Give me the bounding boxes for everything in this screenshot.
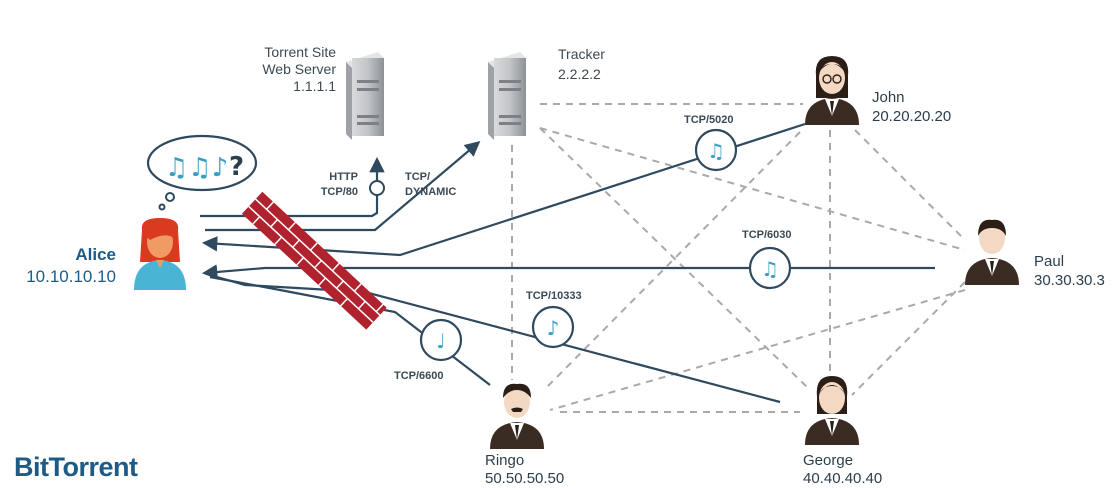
http-protocol: HTTP <box>329 171 358 183</box>
tracker-server-icon <box>488 52 526 140</box>
web-server-icon <box>346 52 384 140</box>
john-ip: 20.20.20.20 <box>872 108 952 125</box>
note-icon-paul: ♫ <box>748 246 792 290</box>
alice-label: Alice 10.10.10.10 <box>0 244 116 288</box>
george-label: George 40.40.40.40 <box>803 452 882 488</box>
ringo-icon <box>490 383 544 449</box>
john-label: John 20.20.20.20 <box>872 88 951 126</box>
diagram-title: BitTorrent <box>14 452 138 482</box>
paul-name: Paul <box>1034 253 1065 270</box>
web-server-name-2: Web Server <box>262 61 336 77</box>
paul-port-label: TCP/6030 <box>742 229 792 241</box>
alice-ip: 10.10.10.10 <box>26 267 116 286</box>
paul-label: Paul 30.30.30.3 <box>1034 252 1105 290</box>
peer-mesh <box>511 103 966 413</box>
dynamic-port-label: TCP/ DYNAMIC <box>405 170 456 200</box>
svg-text:♪: ♪ <box>547 316 560 340</box>
paul-line <box>201 264 935 280</box>
http-port-icon <box>369 180 385 196</box>
ringo-ip: 50.50.50.50 <box>485 470 565 487</box>
dynamic-port: DYNAMIC <box>405 186 457 198</box>
http-port: TCP/80 <box>320 186 358 198</box>
george-icon <box>805 376 859 445</box>
note-icon-george: ♪ <box>531 305 575 349</box>
http-port-label: HTTP TCP/80 <box>296 170 358 200</box>
web-server-label: Torrent Site Web Server 1.1.1.1 <box>224 44 336 95</box>
ringo-name: Ringo <box>485 452 525 469</box>
john-icon <box>805 56 859 125</box>
firewall-icon <box>241 191 387 330</box>
tracker-name: Tracker <box>558 46 605 62</box>
svg-text:♩: ♩ <box>436 329 445 353</box>
dynamic-protocol: TCP/ <box>405 171 431 183</box>
george-ip: 40.40.40.40 <box>803 470 883 487</box>
paul-ip: 30.30.30.3 <box>1034 272 1105 289</box>
svg-text:♫: ♫ <box>761 257 779 281</box>
john-line <box>201 122 806 257</box>
svg-text:♫♫♪: ♫♫♪ <box>165 153 228 183</box>
note-icon-john: ♫ <box>694 128 738 172</box>
george-port-label: TCP/10333 <box>526 290 582 302</box>
paul-icon <box>965 219 1019 285</box>
alice-name: Alice <box>75 245 116 264</box>
ringo-port-label: TCP/6600 <box>394 370 444 382</box>
note-icon-ringo: ♩ <box>419 318 463 362</box>
web-server-name-1: Torrent Site <box>264 44 336 60</box>
tracker-ip: 2.2.2.2 <box>558 66 601 82</box>
john-port-label: TCP/5020 <box>684 114 734 126</box>
john-name: John <box>872 89 905 106</box>
tracker-label: Tracker 2.2.2.2 <box>558 44 605 84</box>
web-server-ip: 1.1.1.1 <box>293 78 336 94</box>
alice-icon <box>134 218 186 290</box>
svg-text:♫: ♫ <box>707 139 725 163</box>
george-name: George <box>803 452 854 469</box>
question-mark: ? <box>229 152 244 182</box>
ringo-label: Ringo 50.50.50.50 <box>485 452 564 488</box>
thought-bubble-icon: ♫♫♪ ? <box>146 134 258 211</box>
